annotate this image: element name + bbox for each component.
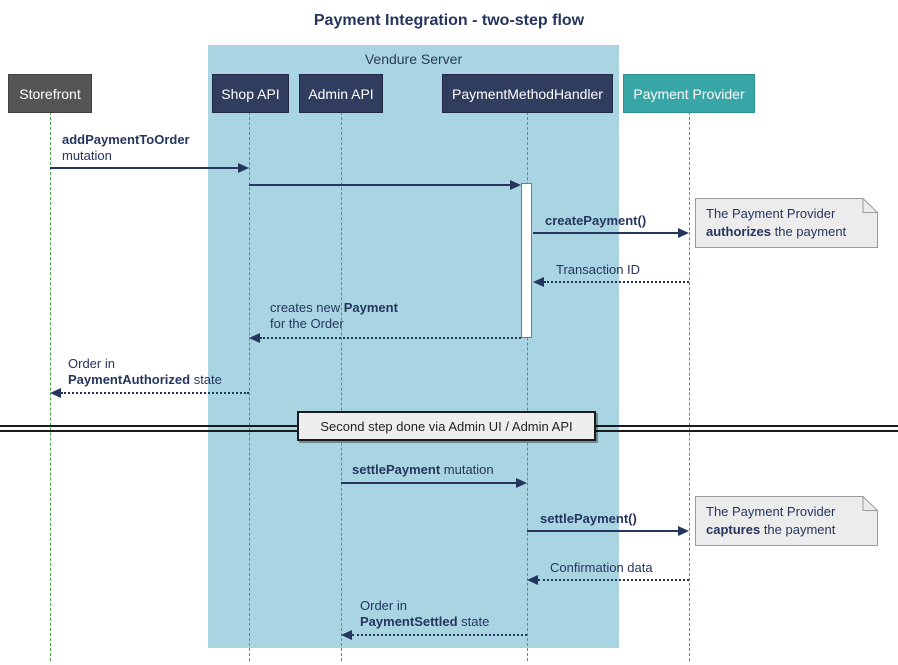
participant-shop-api: Shop API (212, 74, 289, 113)
arrowhead-settle-payment (678, 526, 689, 536)
participant-payment-method-handler: PaymentMethodHandler (442, 74, 613, 113)
participant-storefront: Storefront (8, 74, 92, 113)
arrow-add-payment (50, 167, 240, 169)
note-shape (695, 198, 878, 248)
message-settle-mutation-label: settlePayment mutation (352, 462, 494, 478)
arrow-order-authorized (61, 392, 249, 394)
message-transaction-id-text: Transaction ID (556, 262, 641, 277)
note-captures-text: The Payment Provider captures the paymen… (706, 503, 835, 539)
message-creates-payment-pre: creates new (270, 300, 344, 315)
note-authorizes-bold: authorizes (706, 224, 772, 239)
arrowhead-create-payment (678, 228, 689, 238)
participant-payment-provider: Payment Provider (623, 74, 755, 113)
vendure-server-container (208, 45, 619, 648)
participant-storefront-label: Storefront (19, 85, 81, 102)
message-creates-payment-bold: Payment (343, 300, 398, 315)
note-shape (695, 496, 878, 546)
participant-admin-api-label: Admin API (308, 85, 374, 102)
message-order-authorized-label: Order in PaymentAuthorized state (68, 356, 222, 388)
arrow-order-settled (352, 634, 527, 636)
arrowhead-shop-to-handler (510, 180, 521, 190)
message-creates-payment-label: creates new Payment for the Order (270, 300, 398, 332)
message-transaction-id-label: Transaction ID (556, 262, 640, 278)
note-captures-line1: The Payment Provider (706, 504, 836, 519)
message-order-authorized-bold: PaymentAuthorized (68, 372, 191, 387)
arrowhead-transaction-id (533, 277, 544, 287)
message-confirmation-label: Confirmation data (550, 560, 653, 576)
lifeline-storefront (50, 112, 51, 661)
arrowhead-confirmation (527, 575, 538, 585)
arrow-shop-to-handler (249, 184, 512, 186)
message-order-settled-rest: state (457, 614, 490, 629)
message-settle-payment-bold: settlePayment() (540, 511, 637, 526)
message-order-settled-bold: PaymentSettled (360, 614, 458, 629)
participant-shop-api-label: Shop API (221, 85, 280, 102)
note-authorizes-rest: the payment (771, 224, 847, 239)
participant-payment-method-handler-label: PaymentMethodHandler (452, 85, 603, 102)
participant-payment-provider-label: Payment Provider (633, 85, 745, 102)
note-captures-bold: captures (706, 522, 761, 537)
arrow-create-payment (533, 232, 681, 234)
arrow-settle-mutation (341, 482, 518, 484)
message-order-authorized-rest: state (190, 372, 222, 387)
divider-label-box: Second step done via Admin UI / Admin AP… (297, 411, 596, 441)
note-authorizes: The Payment Provider authorizes the paym… (695, 198, 878, 248)
message-settle-mutation-bold: settlePayment (352, 462, 441, 477)
message-create-payment-bold: createPayment() (545, 213, 647, 228)
participant-admin-api: Admin API (299, 74, 383, 113)
message-creates-payment-line2: for the Order (270, 316, 344, 331)
lifeline-admin-api (341, 112, 342, 661)
activation-bar-payment-method-handler (521, 183, 532, 338)
lifeline-payment-method-handler (527, 112, 528, 661)
divider-label: Second step done via Admin UI / Admin AP… (320, 418, 573, 434)
lifeline-payment-provider (689, 112, 690, 661)
arrow-settle-payment (527, 530, 681, 532)
message-confirmation-text: Confirmation data (550, 560, 653, 575)
message-create-payment-label: createPayment() (545, 213, 646, 229)
lifeline-shop-api (249, 112, 250, 661)
message-add-payment-line2: mutation (62, 148, 112, 163)
note-captures: The Payment Provider captures the paymen… (695, 496, 878, 546)
vendure-server-label: Vendure Server (364, 51, 463, 67)
arrowhead-order-settled (341, 630, 352, 640)
note-authorizes-text: The Payment Provider authorizes the paym… (706, 205, 846, 241)
arrow-transaction-id (544, 281, 689, 283)
arrowhead-order-authorized (50, 388, 61, 398)
arrowhead-add-payment (238, 163, 249, 173)
message-order-settled-label: Order in PaymentSettled state (360, 598, 489, 630)
message-order-authorized-line1: Order in (68, 356, 115, 371)
message-add-payment-label: addPaymentToOrder mutation (62, 132, 190, 164)
message-order-settled-line1: Order in (360, 598, 407, 613)
note-captures-rest: the payment (760, 522, 836, 537)
message-settle-mutation-rest: mutation (440, 462, 494, 477)
arrowhead-creates-payment (249, 333, 260, 343)
arrow-confirmation (538, 579, 689, 581)
diagram-title: Payment Integration - two-step flow (313, 12, 585, 29)
message-settle-payment-label: settlePayment() (540, 511, 637, 527)
message-add-payment-bold: addPaymentToOrder (62, 132, 190, 147)
arrowhead-settle-mutation (516, 478, 527, 488)
arrow-creates-payment (260, 337, 521, 339)
note-authorizes-line1: The Payment Provider (706, 206, 836, 221)
